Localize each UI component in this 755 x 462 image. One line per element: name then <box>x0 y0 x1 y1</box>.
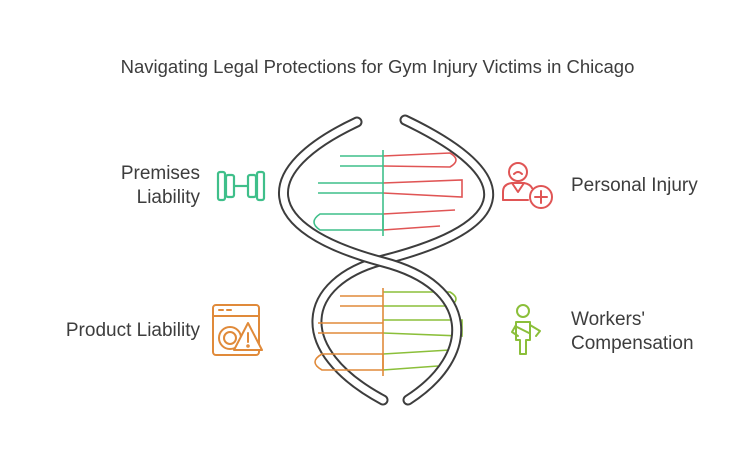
label-line: Personal Injury <box>571 175 698 196</box>
label-premises-liability: Premises Liability <box>121 162 200 210</box>
label-personal-injury: Personal Injury <box>571 174 698 198</box>
label-product-liability: Product Liability <box>66 319 200 343</box>
dumbbell-icon <box>216 170 266 202</box>
label-workers-compensation: Workers' Compensation <box>571 308 694 356</box>
page-title: Navigating Legal Protections for Gym Inj… <box>120 56 635 77</box>
label-line: Liability <box>136 187 200 208</box>
rung-bottom-3 <box>314 353 384 371</box>
injured-person-icon <box>502 162 553 209</box>
label-line: Compensation <box>571 333 694 354</box>
label-line: Workers' <box>571 309 646 330</box>
product-warning-icon <box>212 304 263 356</box>
rung-top-3 <box>313 213 384 231</box>
rung-group-top <box>313 150 463 236</box>
worker-injury-icon <box>511 304 541 355</box>
rung-top-1 <box>340 156 455 166</box>
label-line: Premises <box>120 163 200 184</box>
label-line: Product Liability <box>65 320 200 341</box>
